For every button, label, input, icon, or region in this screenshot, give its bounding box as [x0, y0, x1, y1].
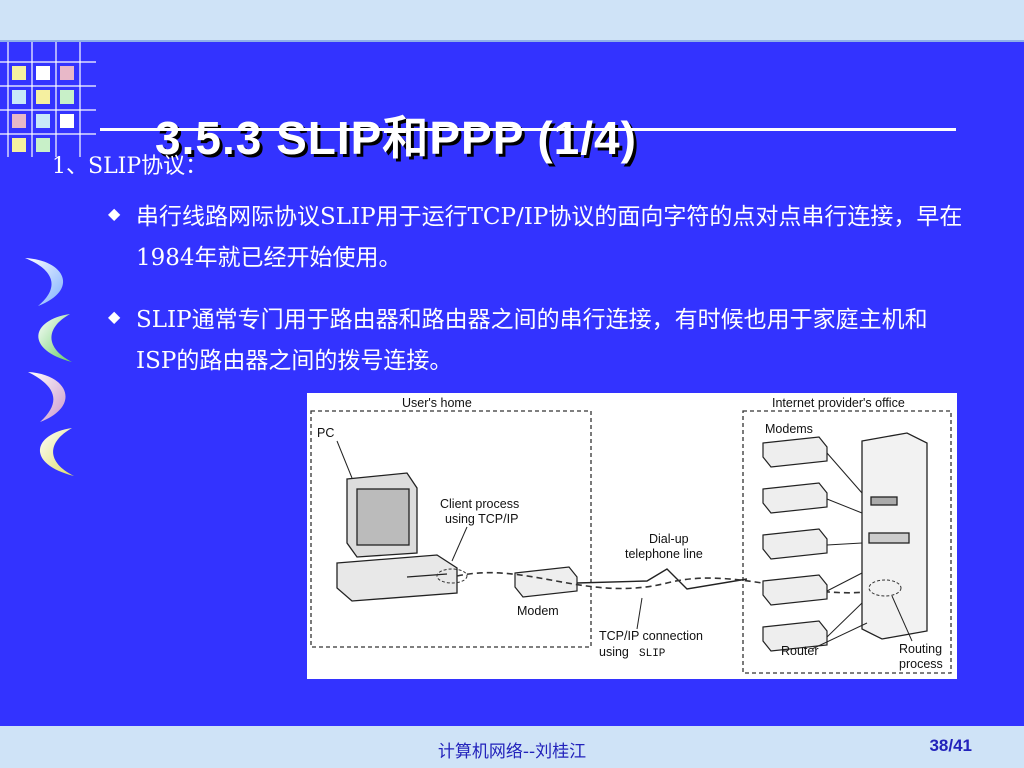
client-process-label-2: using TCP/IP: [445, 512, 518, 526]
crescent-decoration-icon: [25, 258, 74, 476]
slip-label: SLIP: [639, 648, 666, 660]
users-home-label: User's home: [402, 396, 472, 410]
provider-office-label: Internet provider's office: [772, 396, 905, 410]
bullet-item: ◆ 串行线路网际协议SLIP用于运行TCP/IP协议的面向字符的点对点串行连接，…: [108, 197, 968, 279]
client-process-label: Client process: [440, 497, 519, 511]
diamond-bullet-icon: ◆: [108, 307, 121, 326]
slip-diagram: User's home Internet provider's office P…: [307, 393, 957, 679]
router-icon: [861, 432, 928, 640]
bullet-item: ◆ SLIP通常专门用于路由器和路由器之间的串行连接，有时候也用于家庭主机和IS…: [108, 300, 968, 382]
top-band: [0, 0, 1024, 42]
routing-process-label-2: process: [899, 657, 943, 671]
diamond-bullet-icon: ◆: [108, 204, 121, 223]
dialup-label: Dial-up: [649, 532, 689, 546]
modem-icon: [514, 566, 578, 598]
footer-bar: 计算机网络--刘桂江 38/41: [0, 726, 1024, 768]
page-number: 38/41: [929, 736, 972, 755]
section-heading: 1、SLIP协议：: [52, 154, 208, 179]
tcpip-connection-label: TCP/IP connection: [599, 629, 703, 643]
pc-icon: [336, 472, 458, 602]
modem-stack-icon: [762, 436, 828, 652]
checker-decoration-icon: [0, 42, 96, 157]
modem-label: Modem: [517, 604, 559, 618]
footer-author: 计算机网络--刘桂江: [437, 742, 587, 762]
slip-diagram-svg: User's home Internet provider's office P…: [310, 396, 952, 674]
modems-label: Modems: [765, 422, 813, 436]
pc-label: PC: [317, 426, 334, 440]
bullet-text: SLIP通常专门用于路由器和路由器之间的串行连接，有时候也用于家庭主机和ISP的…: [136, 307, 928, 374]
title-underline: [100, 128, 956, 131]
slide-title: 3.5.3 SLIP和PPP (1/4): [155, 112, 637, 164]
dialup-label-2: telephone line: [625, 547, 703, 561]
router-label: Router: [781, 644, 819, 658]
routing-process-label: Routing: [899, 642, 942, 656]
bullet-text: 串行线路网际协议SLIP用于运行TCP/IP协议的面向字符的点对点串行连接，早在…: [136, 204, 963, 271]
tcpip-connection-label-2: using: [599, 645, 629, 659]
